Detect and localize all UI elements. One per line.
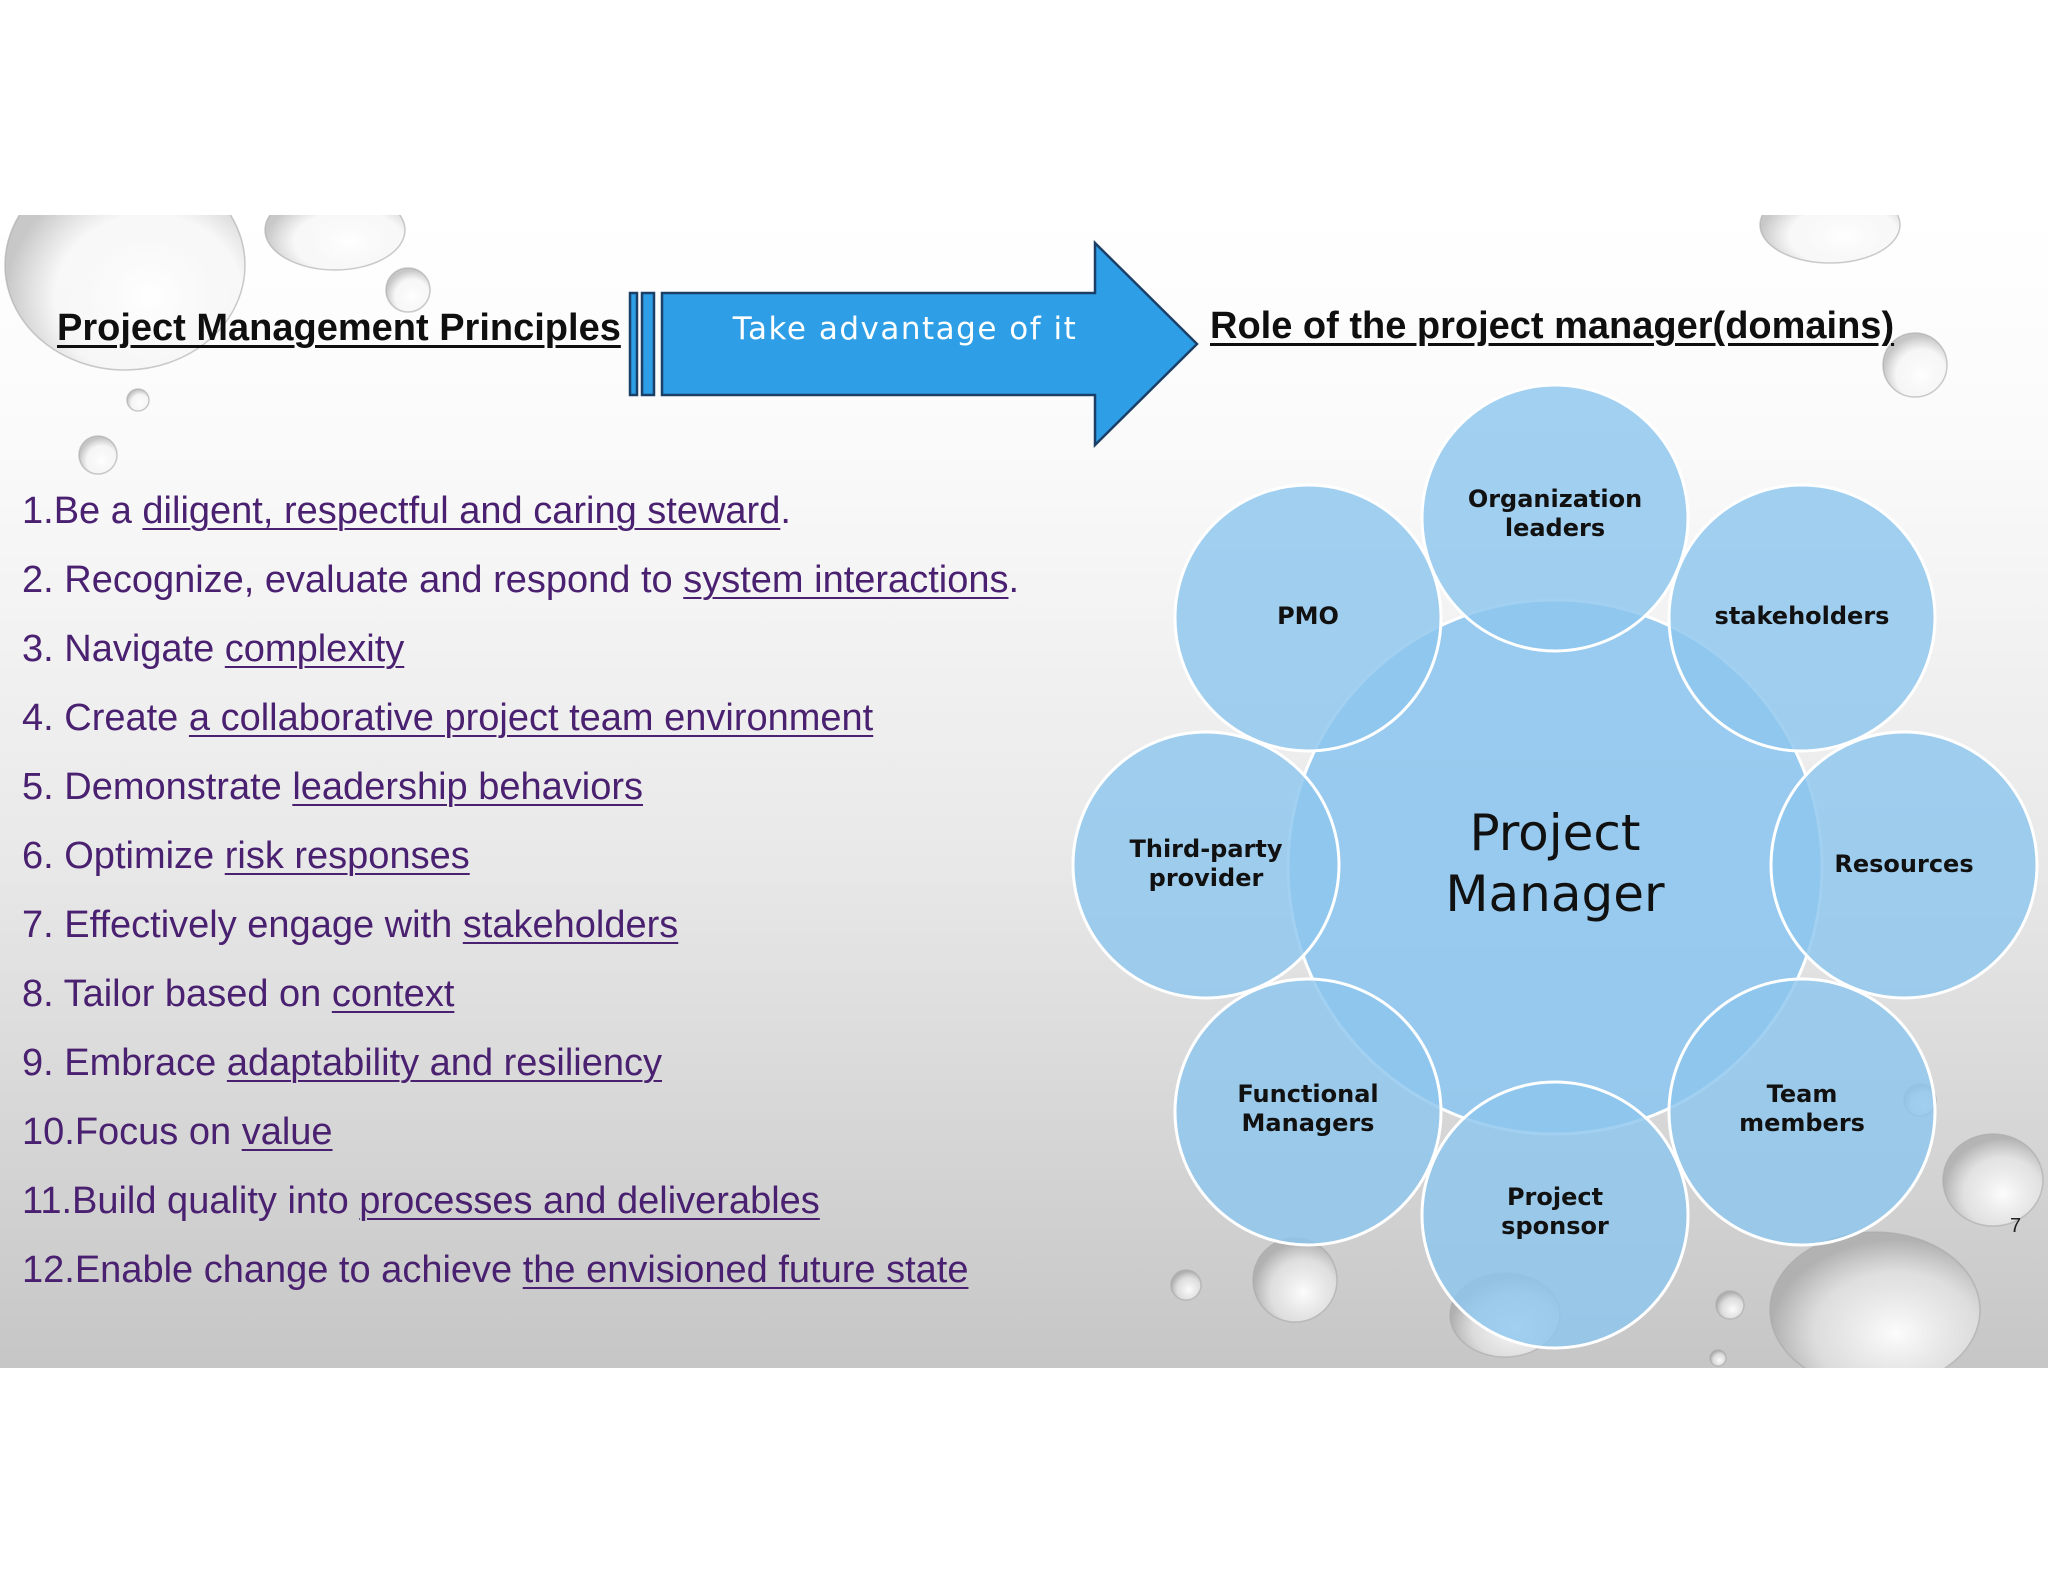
node-label-line1: PMO — [1277, 602, 1339, 630]
principle-prefix: 3. Navigate — [22, 628, 225, 670]
arrow-label: Take advantage of it — [732, 311, 1078, 347]
principle-item: 7. Effectively engage with stakeholders — [22, 891, 1019, 960]
principle-item: 2. Recognize, evaluate and respond to sy… — [22, 546, 1019, 615]
principle-item: 4. Create a collaborative project team e… — [22, 684, 1019, 753]
principle-item: 1.Be a diligent, respectful and caring s… — [22, 477, 1019, 546]
principle-prefix: 5. Demonstrate — [22, 766, 293, 808]
principle-item: 6. Optimize risk responses — [22, 822, 1019, 891]
node-organization-leaders: Organization leaders — [1445, 485, 1665, 543]
node-label-line2: provider — [1148, 864, 1264, 892]
principle-link[interactable]: value — [241, 1111, 333, 1153]
principle-link[interactable]: context — [331, 973, 455, 1015]
domains-diagram — [1071, 383, 2039, 1350]
principle-prefix: 11.Build quality into — [22, 1180, 360, 1222]
principle-link[interactable]: diligent, respectful and caring steward — [142, 490, 781, 532]
node-label-line1: Project — [1506, 1183, 1604, 1211]
principle-item: 12.Enable change to achieve the envision… — [22, 1236, 1019, 1305]
principles-heading: Project Management Principles — [57, 307, 621, 349]
node-label-line2: members — [1739, 1109, 1865, 1137]
page-number: 7 — [2010, 1215, 2022, 1237]
principle-item: 11.Build quality into processes and deli… — [22, 1167, 1019, 1236]
principle-link[interactable]: adaptability and resiliency — [226, 1042, 663, 1084]
node-label-line1: Resources — [1834, 850, 1974, 878]
principle-item: 10.Focus on value — [22, 1098, 1019, 1167]
principle-item: 5. Demonstrate leadership behaviors — [22, 753, 1019, 822]
node-label-line1: Team — [1766, 1080, 1838, 1108]
center-label-line1: Project — [1469, 804, 1641, 862]
principle-item: 8. Tailor based on context — [22, 960, 1019, 1029]
principle-link[interactable]: a collaborative project team environment — [188, 697, 874, 739]
principle-prefix: 1.Be a — [22, 490, 143, 532]
node-label-line2: sponsor — [1501, 1212, 1609, 1240]
principle-link[interactable]: stakeholders — [462, 904, 679, 946]
principle-prefix: 8. Tailor based on — [22, 973, 332, 1015]
principle-item: 3. Navigate complexity — [22, 615, 1019, 684]
principle-prefix: 4. Create — [22, 697, 189, 739]
principle-link[interactable]: system interactions — [683, 559, 1009, 601]
center-label-line2: Manager — [1445, 865, 1665, 923]
principle-prefix: 7. Effectively engage with — [22, 904, 463, 946]
node-label-line2: Managers — [1241, 1109, 1375, 1137]
node-resources: Resources — [1794, 850, 2014, 879]
node-label-line1: Third-party — [1129, 835, 1283, 863]
node-pmo: PMO — [1198, 602, 1418, 631]
principle-link[interactable]: complexity — [224, 628, 405, 670]
node-stakeholders: stakeholders — [1692, 602, 1912, 631]
principle-suffix: . — [780, 490, 791, 532]
principle-item: 9. Embrace adaptability and resiliency — [22, 1029, 1019, 1098]
node-label-line1: stakeholders — [1714, 602, 1890, 630]
principle-prefix: 9. Embrace — [22, 1042, 227, 1084]
arrow-shape — [628, 240, 1199, 448]
node-functional-managers: Functional Managers — [1198, 1080, 1418, 1138]
domain-circles — [1071, 383, 2039, 1350]
node-project-sponsor: Project sponsor — [1445, 1183, 1665, 1241]
principle-link[interactable]: the envisioned future state — [522, 1249, 969, 1291]
principle-link[interactable]: leadership behaviors — [292, 766, 644, 808]
center-node-label: Project Manager — [1405, 803, 1705, 925]
node-third-party-provider: Third-party provider — [1096, 835, 1316, 893]
principle-suffix: . — [1008, 559, 1020, 601]
principle-prefix: 10.Focus on — [22, 1111, 242, 1153]
node-team-members: Team members — [1692, 1080, 1912, 1138]
node-label-line1: Functional — [1237, 1080, 1379, 1108]
principle-prefix: 2. Recognize, evaluate and respond to — [22, 559, 684, 601]
node-label-line2: leaders — [1504, 514, 1606, 542]
principle-prefix: 12.Enable change to achieve — [22, 1249, 523, 1291]
slide: Project Management Principles Take advan… — [0, 215, 2048, 1368]
role-heading: Role of the project manager(domains) — [1210, 305, 1895, 347]
principle-prefix: 6. Optimize — [22, 835, 225, 877]
principle-link[interactable]: risk responses — [224, 835, 470, 877]
principles-list: 1.Be a diligent, respectful and caring s… — [22, 477, 1019, 1305]
principle-link[interactable]: processes and deliverables — [359, 1180, 820, 1222]
node-label-line1: Organization — [1467, 485, 1643, 513]
arrow-body — [628, 240, 1199, 448]
